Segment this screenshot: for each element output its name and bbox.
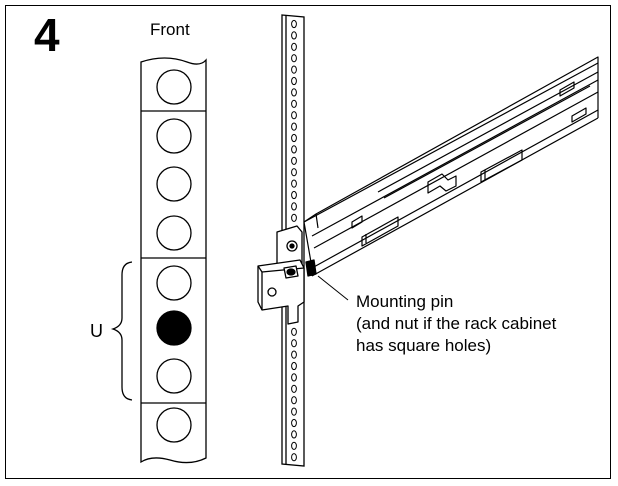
callout-line-2: (and nut if the rack cabinet <box>356 314 557 333</box>
post-hole <box>291 327 297 336</box>
flange-hole <box>156 118 192 154</box>
post-hole <box>291 213 297 222</box>
post-hole <box>291 65 297 74</box>
post-hole <box>291 179 297 188</box>
post-hole <box>291 350 297 359</box>
flange-hole <box>156 166 192 202</box>
flange-hole <box>156 358 192 394</box>
post-hole <box>291 384 297 393</box>
flange-hole <box>156 69 192 105</box>
post-hole <box>291 202 297 211</box>
post-hole <box>291 19 297 29</box>
post-hole <box>291 156 297 165</box>
post-hole <box>291 407 297 416</box>
post-hole <box>291 31 297 40</box>
callout-leader-line <box>317 275 349 301</box>
post-hole <box>291 111 297 120</box>
unit-bracket <box>110 261 133 401</box>
rack-post-holes <box>291 19 297 462</box>
callout-line-1: Mounting pin <box>356 292 454 311</box>
flange-hole <box>156 265 192 301</box>
post-hole <box>291 418 297 428</box>
post-hole <box>291 145 297 154</box>
post-hole <box>291 190 297 200</box>
post-hole <box>291 88 297 97</box>
step-number: 4 <box>34 9 60 61</box>
rail-front-bracket <box>257 225 317 325</box>
post-hole <box>291 430 297 439</box>
slide-rail <box>303 56 599 277</box>
post-hole <box>291 168 297 177</box>
rack-flange-detail <box>140 57 207 464</box>
unit-label: U <box>90 321 103 341</box>
flange-holes <box>156 69 192 443</box>
flange-hole-filled <box>156 310 192 346</box>
post-hole <box>291 361 297 371</box>
post-hole <box>291 122 297 131</box>
callout-line-3: has square holes) <box>356 336 492 355</box>
flange-hole <box>156 407 192 443</box>
post-hole <box>291 76 297 86</box>
post-hole <box>291 339 297 348</box>
front-label: Front <box>150 20 190 39</box>
post-hole <box>291 373 297 382</box>
post-hole <box>291 453 297 462</box>
post-hole <box>291 42 297 51</box>
post-hole <box>291 441 297 450</box>
post-hole <box>291 396 297 405</box>
mounting-pin-callout: Mounting pin (and nut if the rack cabine… <box>356 291 556 357</box>
post-hole <box>291 99 297 108</box>
flange-hole <box>156 215 192 251</box>
post-hole <box>291 54 297 63</box>
post-hole <box>291 133 297 143</box>
